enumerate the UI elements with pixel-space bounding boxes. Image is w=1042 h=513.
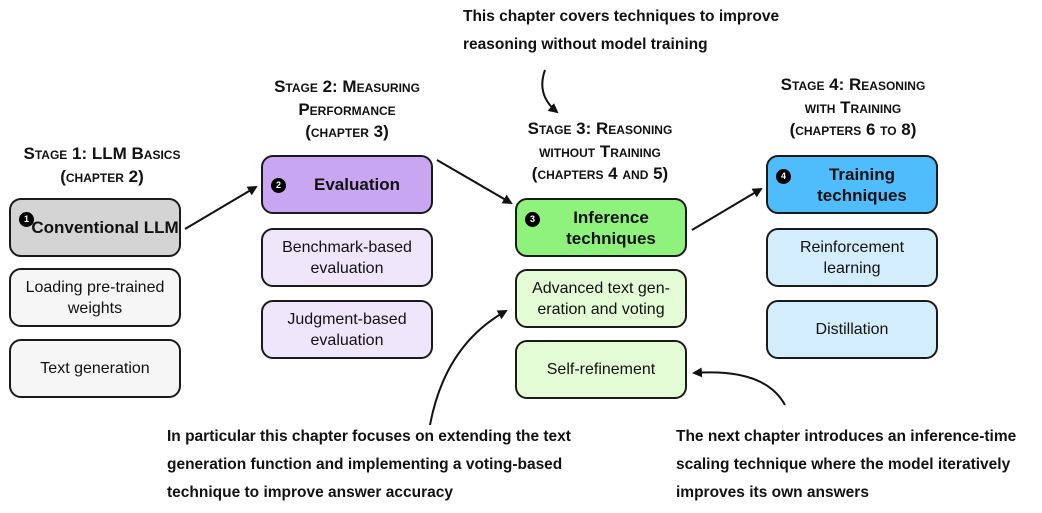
stage-2-item: Judgment-based evaluation <box>261 300 433 359</box>
top-annotation: This chapter covers techniques to improv… <box>463 3 779 59</box>
stage-3-item: Advanced text gen-eration and voting <box>515 269 687 328</box>
box-label: Loading pre-trained weights <box>25 278 165 317</box>
box-label: Judgment-based evaluation <box>287 310 407 349</box>
box-label: Inference techniques <box>566 207 656 248</box>
box-label: Distillation <box>815 321 889 338</box>
stage-1-header: Stage 1: LLM Basics (chapter 2) <box>0 143 222 188</box>
stage-4-item: Reinforcement learning <box>766 228 938 287</box>
stage-1-main-box: 1 Conventional LLM <box>9 198 181 257</box>
bottom-left-annotation: In particular this chapter focuses on ex… <box>167 423 571 507</box>
stage-2-item: Benchmark-based evaluation <box>261 228 433 287</box>
arrow-stage1-to-stage2 <box>184 185 258 230</box>
bottom-right-annotation: The next chapter introduces an inference… <box>676 423 1016 507</box>
arrow-top-annotation <box>541 69 559 114</box>
annotation-line: In particular this chapter focuses on ex… <box>167 428 571 445</box>
number-badge: 4 <box>776 169 791 184</box>
number-badge: 2 <box>271 178 286 193</box>
stage-title: Performance <box>298 99 396 119</box>
annotation-line: improves its own answers <box>676 484 869 501</box>
stage-chapter: (chapters 4 and 5) <box>531 164 669 183</box>
stage-title: Stage 4: Reasoning <box>780 75 926 94</box>
arrow-stage3-to-stage4 <box>691 187 763 231</box>
stage-4-header: Stage 4: Reasoning with Training (chapte… <box>733 74 973 142</box>
box-label: Training techniques <box>817 164 907 205</box>
annotation-line: This chapter covers techniques to improv… <box>463 8 780 25</box>
stage-3-main-box: 3 Inference techniques <box>515 198 687 257</box>
stage-title: Stage 1: LLM Basics <box>23 144 181 163</box>
box-label: Text generation <box>40 360 150 377</box>
annotation-line: The next chapter introduces an inference… <box>676 428 1017 445</box>
stage-4-item: Distillation <box>766 300 938 359</box>
annotation-line: generation function and implementing a v… <box>167 456 563 473</box>
stage-1-item: Text generation <box>9 339 181 398</box>
stage-title: Stage 2: Measuring <box>274 77 420 96</box>
annotation-line: reasoning without model training <box>463 36 708 53</box>
number-badge: 1 <box>19 212 34 227</box>
arrow-bottom-left-annotation <box>429 310 508 426</box>
number-badge: 3 <box>525 212 540 227</box>
stage-title: without Training <box>539 141 661 161</box>
stage-1-item: Loading pre-trained weights <box>9 268 181 327</box>
annotation-line: scaling technique where the model iterat… <box>676 456 1011 473</box>
stage-chapter: (chapters 6 to 8) <box>789 120 917 139</box>
stage-4-main-box: 4 Training techniques <box>766 155 938 214</box>
box-label: Conventional LLM <box>31 218 179 237</box>
stage-2-header: Stage 2: Measuring Performance (chapter … <box>227 76 467 144</box>
box-label: Evaluation <box>314 175 400 194</box>
stage-chapter: (chapter 3) <box>305 122 389 141</box>
box-label: Advanced text gen-eration and voting <box>532 279 670 318</box>
stage-title: with Training <box>804 97 902 117</box>
arrow-stage2-to-stage3 <box>436 159 513 205</box>
stage-3-header: Stage 3: Reasoning without Training (cha… <box>480 118 720 186</box>
stage-title: Stage 3: Reasoning <box>527 119 673 138</box>
stage-3-item: Self-refinement <box>515 340 687 399</box>
stage-2-main-box: 2 Evaluation <box>261 155 433 214</box>
arrow-bottom-right-annotation <box>692 367 786 406</box>
box-label: Self-refinement <box>546 361 656 378</box>
stage-chapter: (chapter 2) <box>60 166 144 186</box>
box-label: Reinforcement learning <box>799 238 905 277</box>
annotation-line: technique to improve answer accuracy <box>167 484 453 501</box>
box-label: Benchmark-based evaluation <box>282 238 412 277</box>
